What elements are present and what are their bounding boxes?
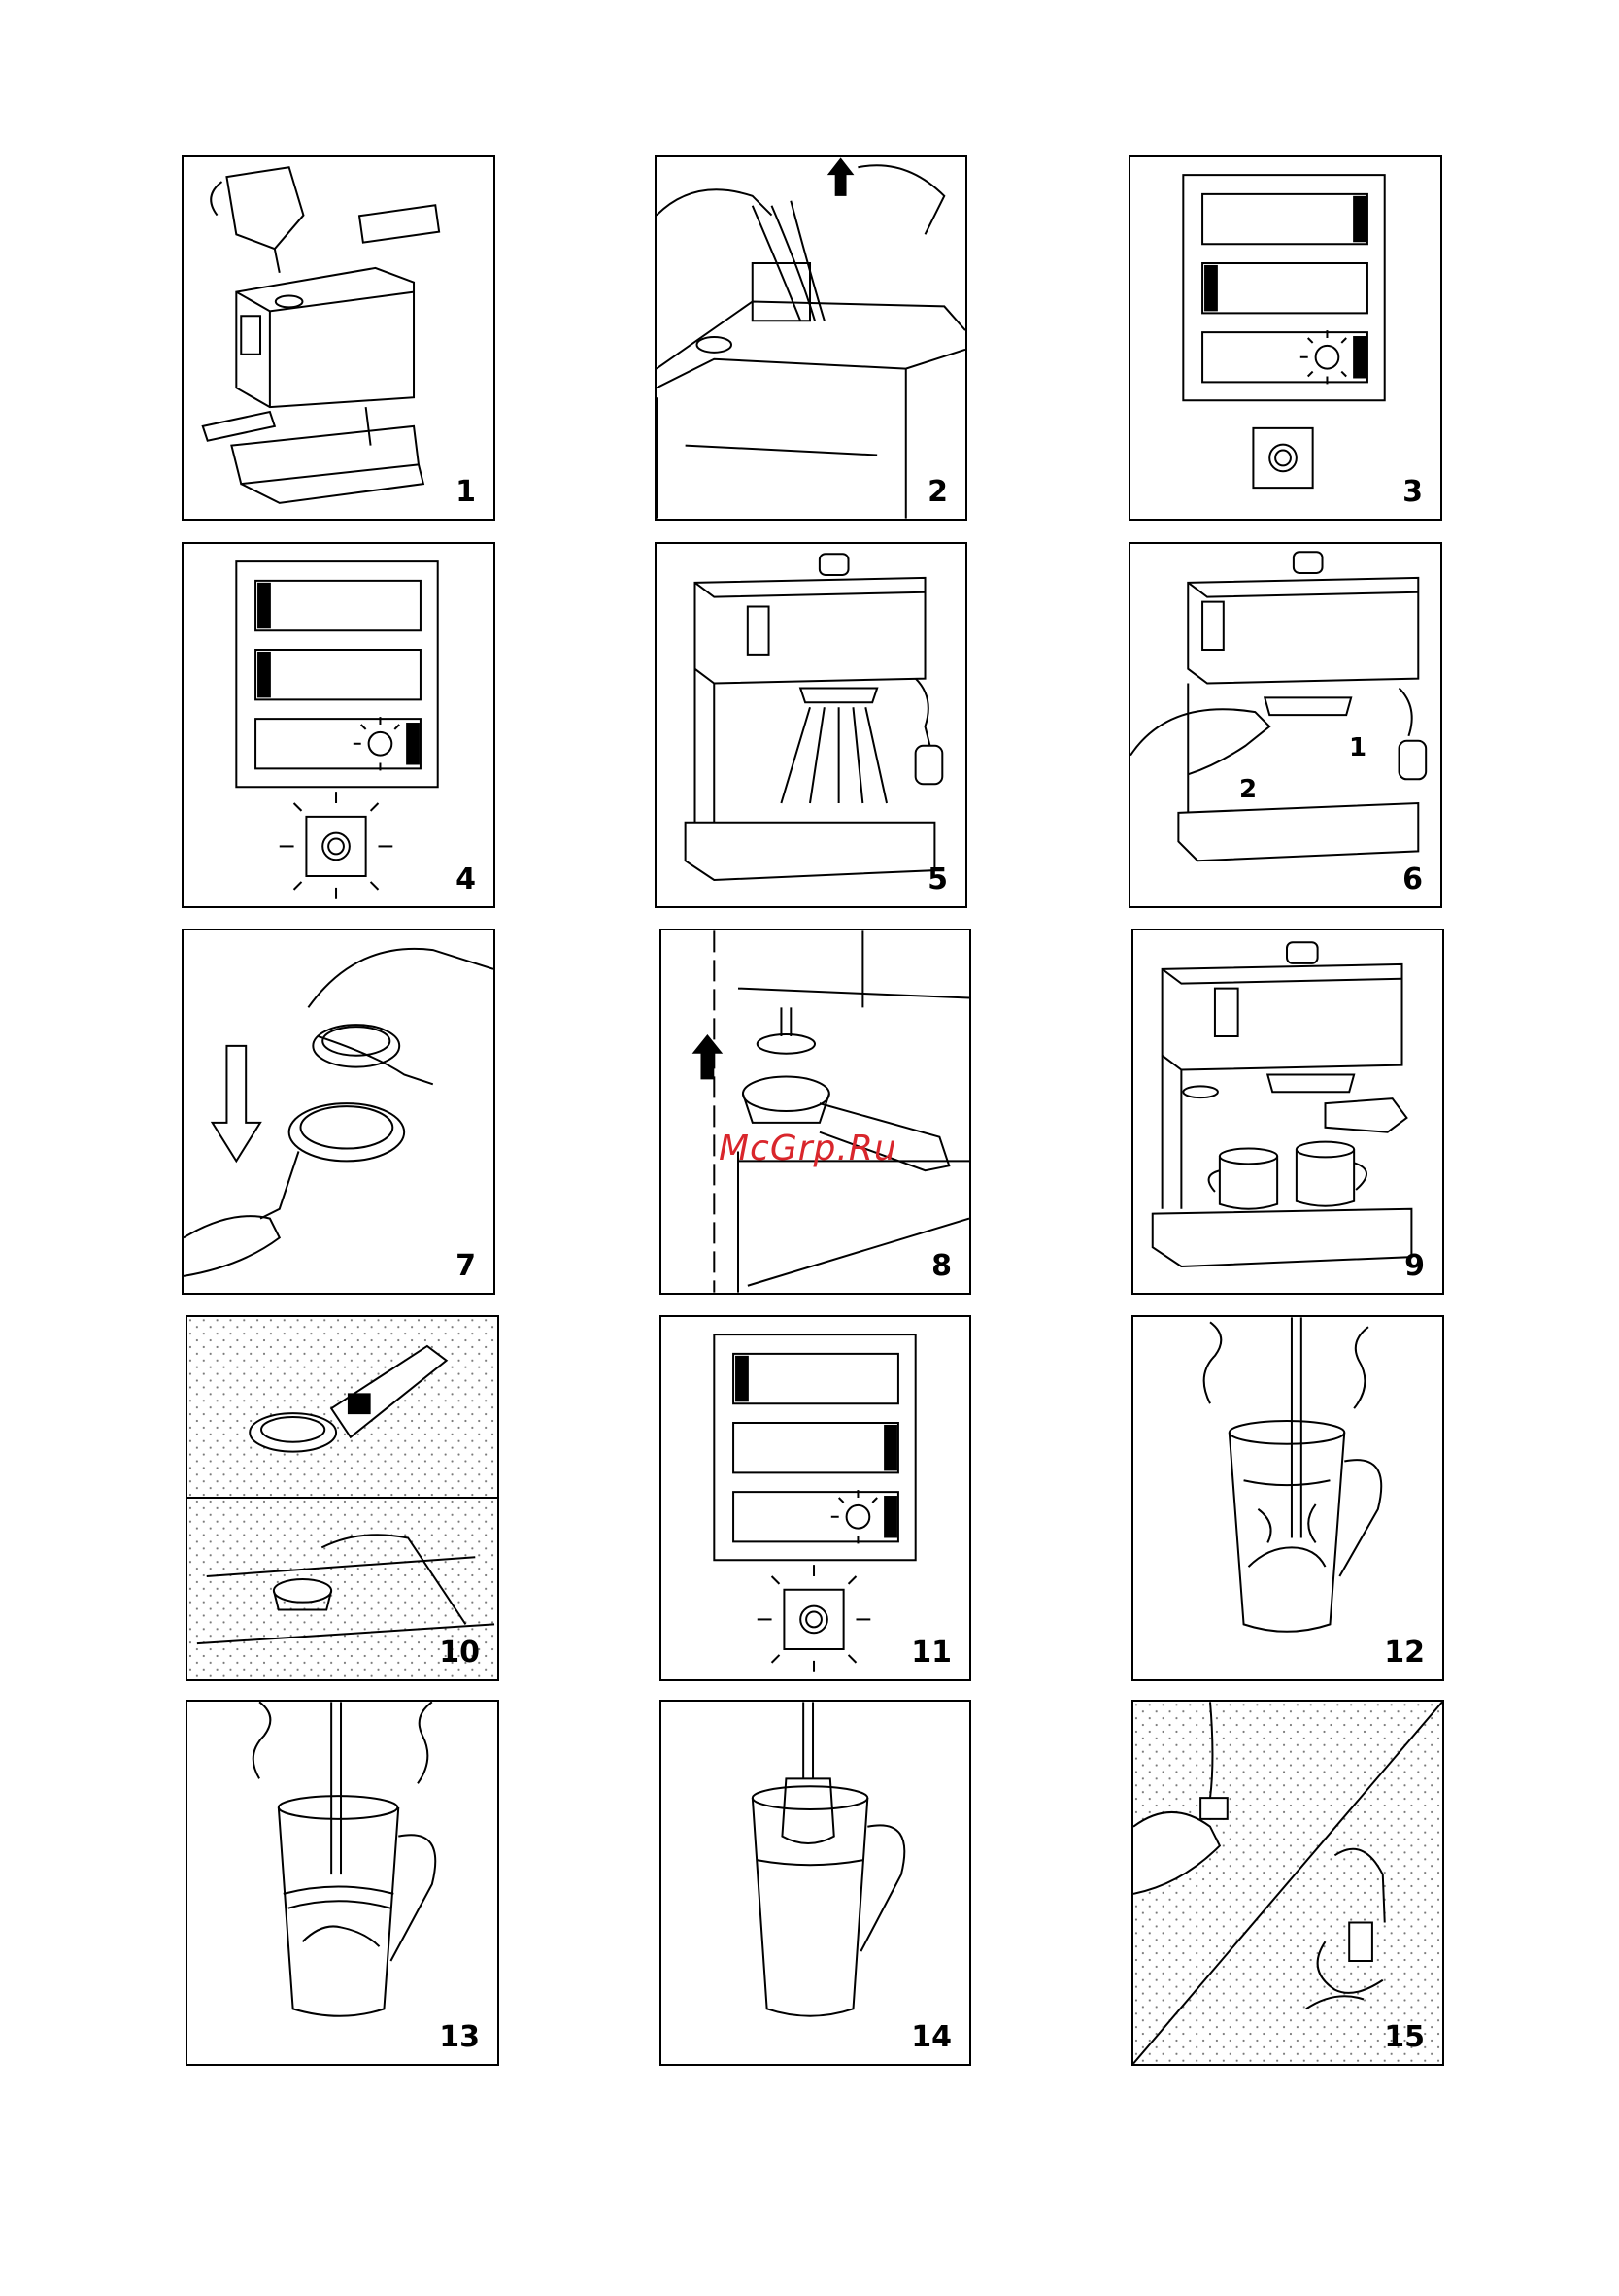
- insert-filter-into-holder-illustration: [184, 930, 493, 1293]
- figure-12: 12: [1131, 1315, 1444, 1681]
- brew-into-cups-illustration: [1133, 930, 1442, 1293]
- callout-label-1: 1: [1349, 733, 1366, 762]
- callout-label-2: 2: [1239, 775, 1257, 804]
- figure-15: 15: [1131, 1700, 1444, 2066]
- figure-6: 1 2 6: [1129, 542, 1442, 908]
- figure-number: 14: [911, 2020, 952, 2054]
- figure-13: 13: [186, 1700, 499, 2066]
- figure-number: 12: [1384, 1636, 1425, 1670]
- figure-2: 2: [655, 155, 967, 521]
- steam-nozzle-in-jug-illustration: [661, 1702, 969, 2064]
- control-panel-blinking-illustration: [184, 544, 493, 906]
- figure-4: 4: [182, 542, 495, 908]
- figure-14: 14: [659, 1700, 971, 2066]
- figure-1: 1: [182, 155, 495, 521]
- figure-5: 5: [655, 542, 967, 908]
- figure-3: 3: [1129, 155, 1442, 521]
- figure-number: 3: [1402, 475, 1423, 509]
- froth-milk-illustration: [187, 1702, 497, 2064]
- water-flow-illustration: [657, 544, 965, 906]
- figure-11: 11: [659, 1315, 971, 1681]
- figure-number: 8: [931, 1249, 952, 1283]
- figure-number: 4: [455, 862, 476, 896]
- figure-10: 10: [186, 1315, 499, 1681]
- clean-steam-nozzle-illustration: [1133, 1702, 1442, 2064]
- figure-9: 9: [1131, 929, 1444, 1295]
- figure-number: 7: [455, 1249, 476, 1283]
- control-panel-indicator-illustration: [1130, 157, 1440, 519]
- figure-number: 10: [439, 1636, 480, 1670]
- figure-number: 15: [1384, 2020, 1425, 2054]
- figure-number: 11: [911, 1636, 952, 1670]
- figure-number: 9: [1404, 1249, 1425, 1283]
- figure-number: 5: [928, 862, 948, 896]
- figure-number: 6: [1402, 862, 1423, 896]
- figure-7: 7: [182, 929, 495, 1295]
- figure-8: 8: [659, 929, 971, 1295]
- control-panel-steam-illustration: [661, 1317, 969, 1679]
- watermark-text: McGrp.Ru: [719, 1129, 897, 1168]
- insert-filter-holder-illustration: [1130, 544, 1440, 906]
- remove-tube-illustration: [657, 157, 965, 519]
- figure-number: 1: [455, 475, 476, 509]
- clean-filter-illustration: [187, 1317, 497, 1679]
- figure-number: 2: [928, 475, 948, 509]
- figure-number: 13: [439, 2020, 480, 2054]
- fill-water-tank-illustration: [184, 157, 493, 519]
- attach-filter-holder-illustration: [661, 930, 969, 1293]
- steam-milk-jug-illustration: [1133, 1317, 1442, 1679]
